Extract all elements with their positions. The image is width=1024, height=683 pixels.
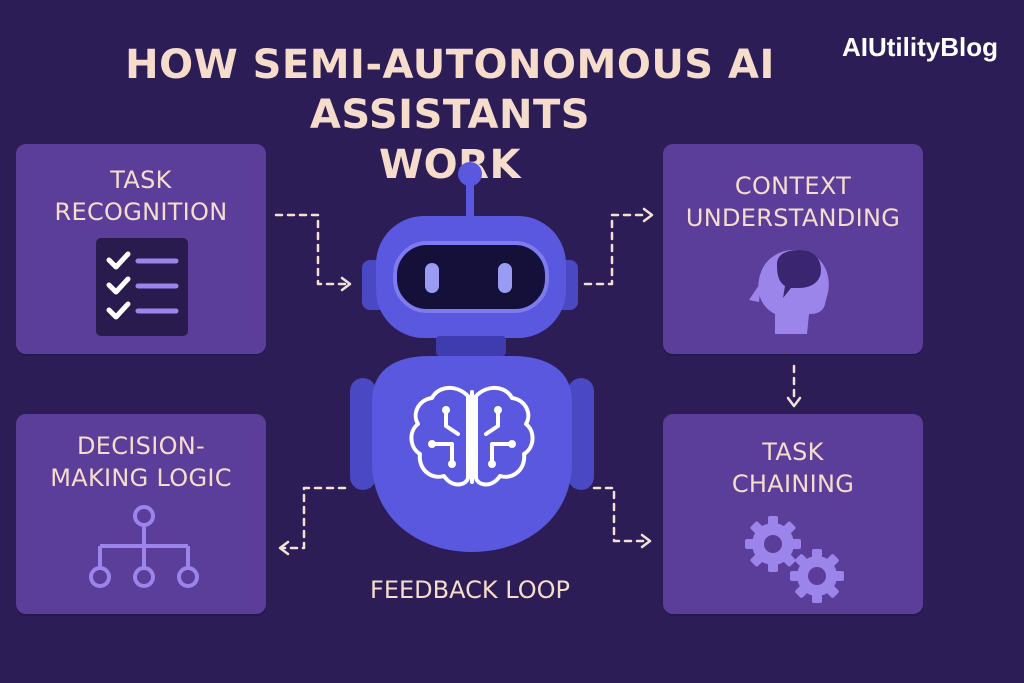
title-line-2: WORK bbox=[379, 142, 521, 188]
card-label-line-2: RECOGNITION bbox=[54, 198, 228, 226]
card-label-line-2: MAKING LOGIC bbox=[50, 464, 232, 492]
card-context-understanding: CONTEXT UNDERSTANDING bbox=[663, 144, 923, 354]
page-title: HOW SEMI-AUTONOMOUS AI ASSISTANTS WORK bbox=[0, 40, 900, 190]
hierarchy-icon bbox=[89, 505, 199, 588]
arrow-robot-to-chaining bbox=[592, 486, 647, 543]
gears-icon bbox=[745, 516, 844, 603]
feedback-loop-label: FEEDBACK LOOP bbox=[370, 576, 570, 604]
card-decision-making-logic: DECISION- MAKING LOGIC bbox=[16, 414, 266, 614]
card-task-chaining: TASK CHAINING bbox=[663, 414, 923, 614]
arrow-task-to-robot bbox=[274, 213, 347, 286]
brand-logo: AIUtilityBlog bbox=[842, 32, 998, 62]
card-label-line-1: DECISION- bbox=[77, 432, 205, 460]
card-label-line-2: CHAINING bbox=[731, 470, 855, 498]
card-task-recognition: TASK RECOGNITION bbox=[16, 144, 266, 354]
arrow-robot-to-decision bbox=[280, 486, 347, 550]
card-label-line-1: TASK bbox=[762, 438, 824, 466]
card-label-line-2: UNDERSTANDING bbox=[685, 204, 901, 232]
checklist-icon bbox=[96, 238, 188, 336]
card-label-line-1: TASK bbox=[110, 166, 172, 194]
arrow-robot-to-context bbox=[583, 213, 650, 286]
title-line-1: HOW SEMI-AUTONOMOUS AI ASSISTANTS bbox=[125, 42, 775, 138]
head-speech-icon bbox=[749, 249, 829, 334]
card-label-line-1: CONTEXT bbox=[734, 172, 852, 200]
